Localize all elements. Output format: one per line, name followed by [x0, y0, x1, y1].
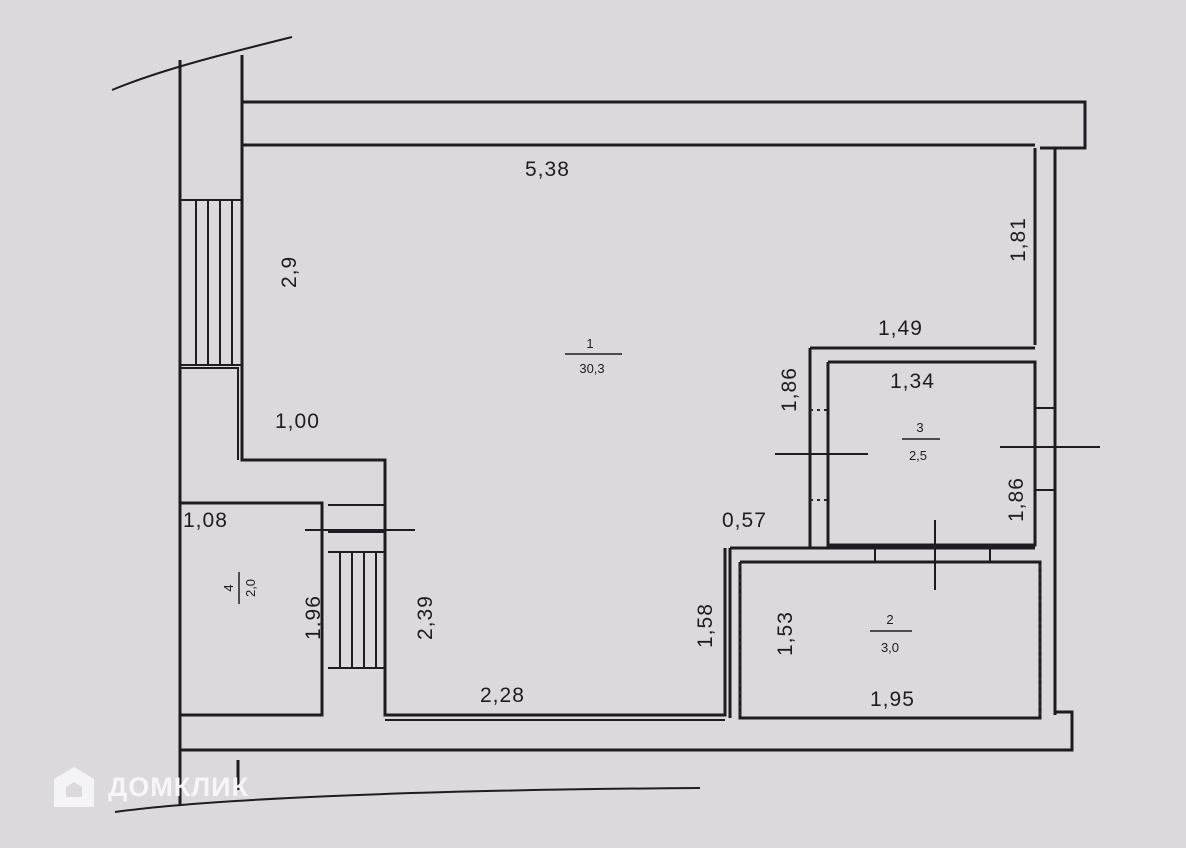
bathroom-right-door	[1035, 407, 1055, 491]
domclick-watermark: ДОМКЛИК	[50, 762, 249, 812]
room-number: 4	[221, 584, 236, 591]
bathroom-door-mark	[775, 446, 1100, 455]
dim-storage-height: 1,96	[302, 595, 325, 640]
dim-stair-side: 2,39	[414, 595, 437, 640]
area-bathroom: 3 2,5	[902, 420, 940, 463]
watermark-text: ДОМКЛИК	[108, 771, 250, 802]
dim-small-room-width: 1,95	[870, 688, 915, 711]
small-room-door-mark	[874, 520, 991, 590]
area-main-room: 1 30,3	[565, 336, 622, 376]
lower-stair-hatch	[305, 504, 415, 669]
dim-ledge: 1,00	[275, 410, 320, 433]
upper-stair-hatch	[180, 199, 242, 366]
dim-bathroom-top-outer: 1,49	[878, 317, 923, 340]
dim-top-width: 5,38	[525, 158, 570, 181]
dim-lower-left-wall: 1,58	[694, 603, 717, 648]
main-room-left-wall	[240, 145, 727, 717]
room-number: 1	[586, 336, 593, 351]
room-area: 3,0	[881, 640, 899, 655]
dim-bottom-width: 2,28	[480, 684, 525, 707]
domclick-house-icon	[54, 767, 94, 807]
dim-bathroom-right: 1,86	[1005, 477, 1028, 522]
left-recess	[180, 367, 239, 460]
bottom-wall	[178, 150, 1074, 790]
dim-storage-width: 1,08	[183, 509, 228, 532]
dim-bathroom-left: 1,86	[778, 367, 801, 412]
area-small-room: 2 3,0	[870, 612, 912, 655]
room-number: 2	[886, 612, 893, 627]
outer-boundary-curve-bottom	[114, 787, 701, 813]
room-number: 3	[916, 420, 923, 435]
storage-room-walls	[180, 501, 324, 717]
dim-bathroom-top-inner: 1,34	[890, 370, 935, 393]
dim-small-room-height: 1,53	[774, 611, 797, 656]
room-area: 30,3	[579, 361, 604, 376]
area-storage: 4 2,0	[221, 572, 258, 604]
dim-top-left-wall: 2,9	[278, 256, 301, 288]
bathroom-walls	[808, 346, 1037, 548]
outer-boundary-curve	[111, 36, 293, 91]
room-area: 2,5	[909, 448, 927, 463]
dim-gap: 0,57	[722, 509, 767, 532]
left-exterior-wall	[178, 55, 244, 805]
dim-right-upper-wall: 1,81	[1007, 217, 1030, 262]
top-wall	[242, 100, 1087, 150]
right-wall	[1033, 148, 1057, 715]
bathroom-wall-dashed	[810, 409, 828, 501]
room-area: 2,0	[243, 579, 258, 597]
